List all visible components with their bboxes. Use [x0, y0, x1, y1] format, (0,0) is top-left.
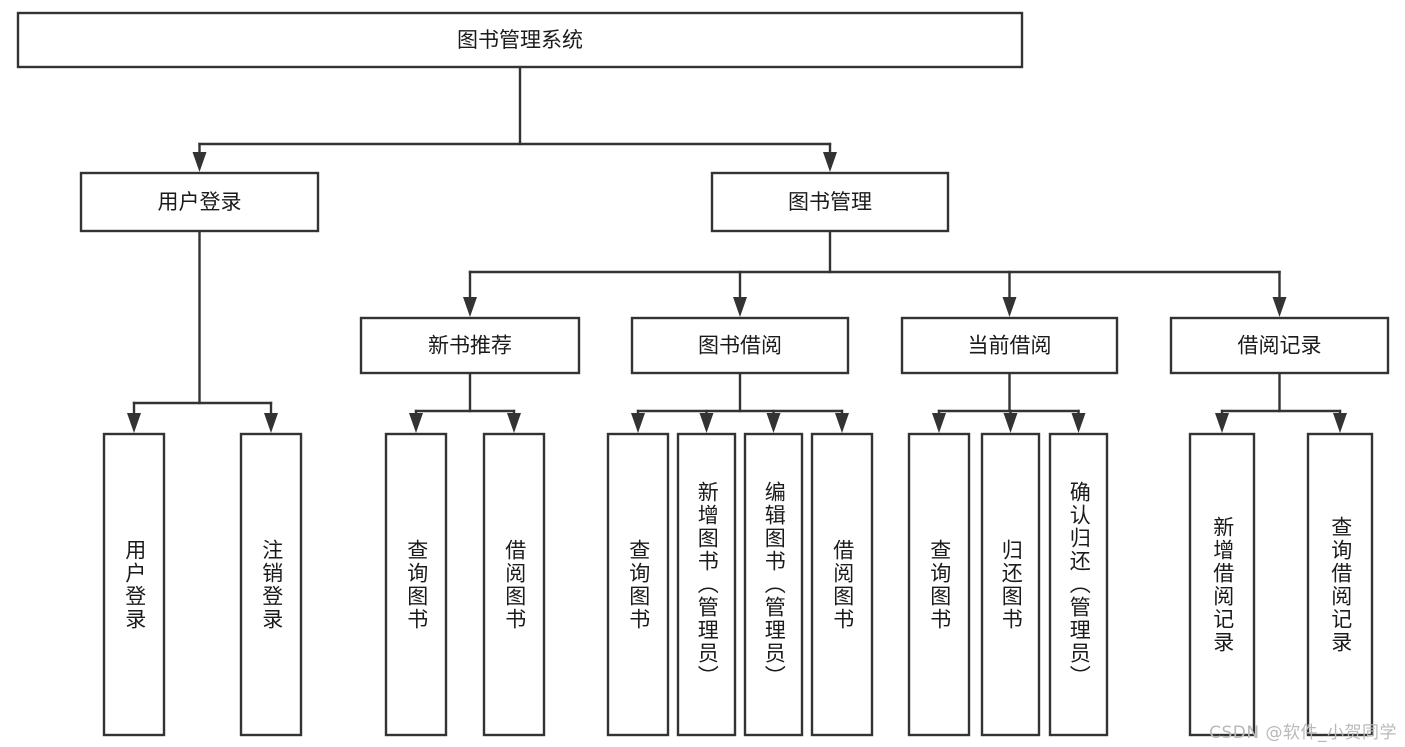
arrow-head-icon	[1333, 413, 1347, 433]
arrow-head-icon	[631, 413, 645, 433]
arrow-head-icon	[1071, 413, 1086, 433]
root-node-box[interactable]	[16, 11, 1024, 69]
arrow-head-icon	[507, 413, 521, 433]
level3-node-box-2[interactable]	[900, 316, 1119, 375]
level3-node-box-0[interactable]	[359, 316, 581, 375]
arrow-head-icon	[823, 152, 837, 172]
level2-node-box-1[interactable]	[710, 171, 950, 233]
leaf-node-box-8[interactable]	[907, 432, 971, 737]
level3-node-label-1: 图书借阅	[698, 334, 782, 358]
level3-node-box-3[interactable]	[1169, 316, 1390, 375]
arrow-head-icon	[409, 413, 423, 433]
level3-node-label-0: 新书推荐	[428, 334, 512, 358]
level3-node-label-3: 借阅记录	[1238, 334, 1322, 358]
arrow-head-icon	[463, 297, 477, 317]
level3-node-box-1[interactable]	[630, 316, 850, 375]
arrow-head-icon	[932, 413, 946, 433]
arrow-head-icon	[733, 297, 747, 317]
leaf-node-box-3[interactable]	[482, 432, 546, 737]
arrow-head-icon	[1003, 413, 1018, 433]
leaf-node-box-7[interactable]	[810, 432, 874, 737]
level2-node-box-0[interactable]	[79, 171, 320, 233]
level3-node-label-2: 当前借阅	[968, 334, 1052, 358]
leaf-node-box-11[interactable]	[1188, 432, 1256, 737]
leaf-node-box-6[interactable]	[743, 432, 804, 737]
arrow-head-icon	[192, 152, 207, 172]
leaf-node-box-0[interactable]	[102, 432, 166, 737]
leaf-node-box-9[interactable]	[980, 432, 1041, 737]
arrow-head-icon	[835, 413, 849, 433]
level2-node-label-1: 图书管理	[788, 190, 872, 214]
arrow-head-icon	[699, 413, 714, 433]
leaf-node-box-10[interactable]	[1048, 432, 1109, 737]
leaf-node-box-4[interactable]	[606, 432, 670, 737]
leaf-node-box-1[interactable]	[239, 432, 303, 737]
level2-node-label-0: 用户登录	[158, 190, 242, 214]
box-layer	[16, 11, 1390, 737]
connector-layer	[127, 65, 1347, 433]
arrow-head-icon	[1002, 297, 1017, 317]
arrow-head-icon	[766, 413, 781, 433]
leaf-node-box-12[interactable]	[1306, 432, 1374, 737]
arrow-head-icon	[1272, 297, 1287, 317]
arrow-head-icon	[1215, 413, 1229, 433]
arrow-head-icon	[264, 413, 278, 433]
csdn-watermark: CSDN @软件_小贺同学	[1209, 723, 1397, 743]
leaf-node-box-5[interactable]	[676, 432, 737, 737]
root-node-label: 图书管理系统	[457, 28, 583, 52]
arrow-head-icon	[127, 413, 141, 433]
leaf-node-box-2[interactable]	[384, 432, 448, 737]
